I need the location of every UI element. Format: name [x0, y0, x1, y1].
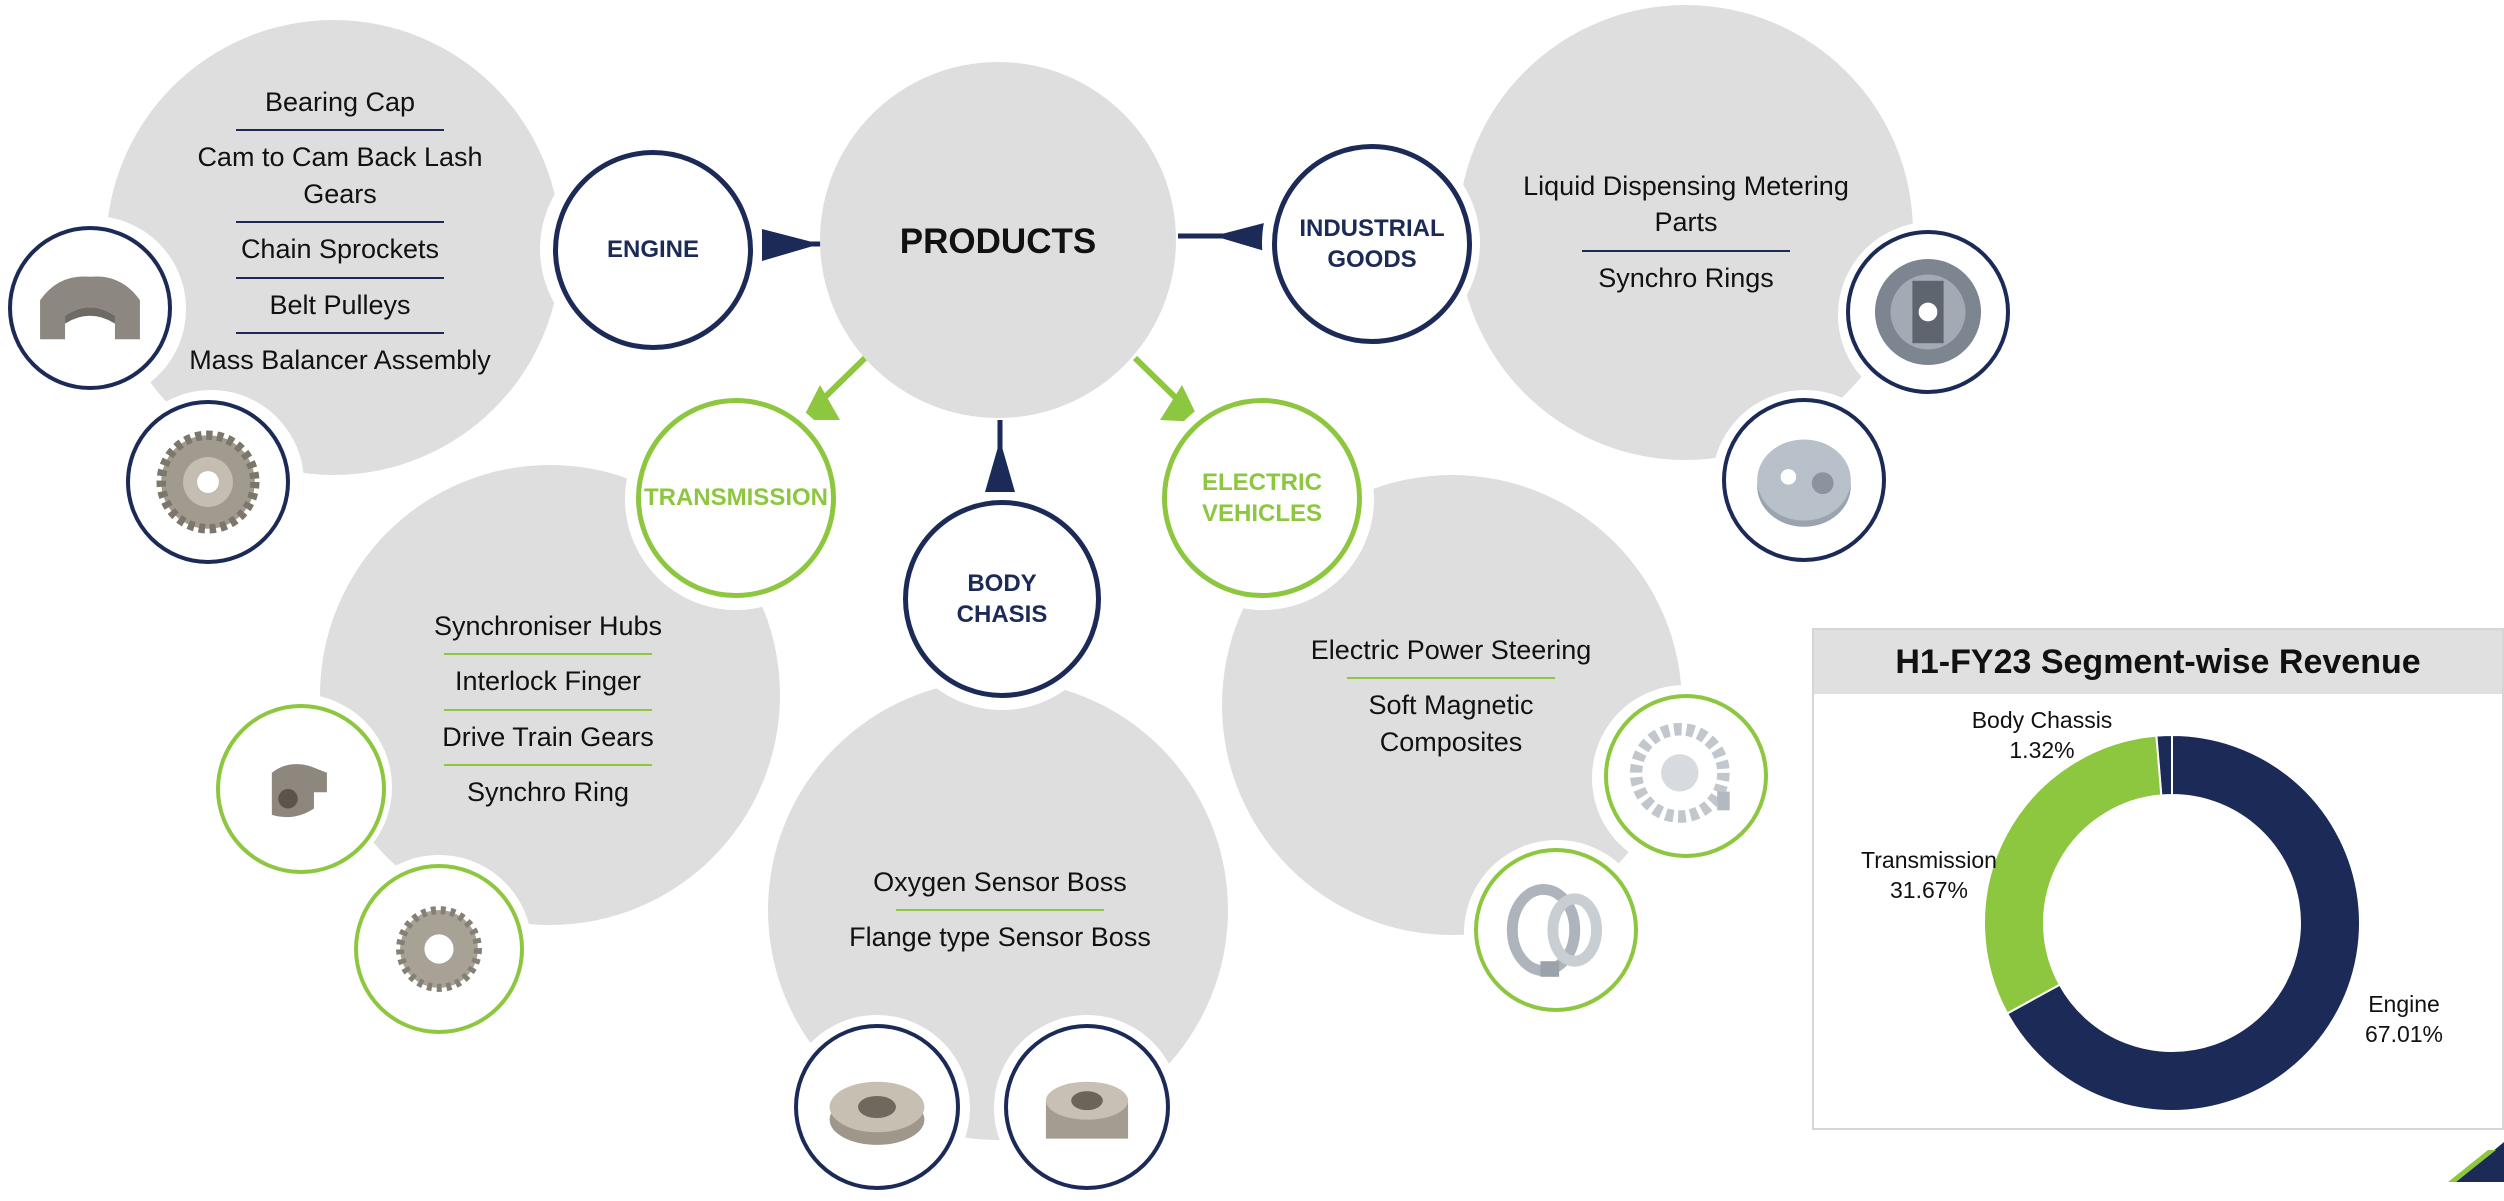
products-title: PRODUCTS: [899, 222, 1097, 261]
transmission-node: TRANSMISSION: [636, 398, 836, 598]
metering-part-image: [1846, 230, 2010, 394]
corner-decoration: [2448, 1142, 2504, 1182]
list-item: Drive Train Gears: [442, 721, 654, 752]
transmission-items: Synchroniser Hubs Interlock Finger Drive…: [400, 600, 696, 820]
industrial-bubble: [1458, 5, 1913, 460]
donut-slice-engine: [2005, 733, 2361, 1112]
list-item: Interlock Finger: [454, 666, 642, 697]
list-item: Bearing Cap: [264, 87, 416, 117]
industrial-node: INDUSTRIAL GOODS: [1272, 144, 1472, 344]
list-item: Oxygen Sensor Boss: [873, 867, 1127, 897]
ev-node: ELECTRIC VEHICLES: [1162, 398, 1362, 598]
list-item: Liquid Dispensing Metering Parts: [1523, 171, 1849, 238]
donut-slice-transmission: [1983, 734, 2163, 1015]
gear-image: [126, 400, 290, 564]
bearing-cap-image: [8, 226, 172, 390]
products-bubble: [820, 62, 1176, 418]
engine-node: ENGINE: [553, 150, 753, 350]
list-item: Synchroniser Hubs: [433, 611, 663, 641]
industrial-items: Liquid Dispensing Metering Parts Synchro…: [1500, 160, 1872, 305]
engine-items: Bearing Cap Cam to Cam Back Lash Gears C…: [160, 76, 520, 388]
sensor-boss-image-1: [794, 1024, 960, 1190]
ev-label: ELECTRIC VEHICLES: [1201, 468, 1323, 527]
engine-label: ENGINE: [606, 236, 699, 264]
list-item: Belt Pulleys: [269, 289, 411, 320]
ev-items: Electric Power Steering Soft Magnetic Co…: [1285, 624, 1617, 769]
list-item: Mass Balancer Assembly: [189, 345, 491, 376]
list-item: Soft Magnetic Composites: [1368, 690, 1534, 757]
list-item: Flange type Sensor Boss: [849, 922, 1151, 953]
magnetic-composite-image: [1474, 848, 1638, 1012]
donut-chart: [1983, 733, 2361, 1112]
list-item: Synchro Ring: [466, 777, 630, 808]
donut-slice-body-chassis: [2155, 733, 2173, 797]
list-item: Electric Power Steering: [1310, 635, 1592, 665]
hub-image: [216, 704, 386, 874]
chart-title: H1-FY23 Segment-wise Revenue: [1814, 630, 2502, 694]
synchro-ring-image: [1722, 398, 1886, 562]
list-item: Cam to Cam Back Lash Gears: [197, 142, 483, 209]
steering-part-image: [1604, 694, 1768, 858]
list-item: Chain Sprockets: [240, 234, 440, 265]
body-items: Oxygen Sensor Boss Flange type Sensor Bo…: [820, 856, 1180, 965]
list-item: Synchro Rings: [1598, 262, 1774, 293]
industrial-label: INDUSTRIAL GOODS: [1299, 214, 1445, 273]
body-node: BODY CHASIS: [903, 500, 1101, 698]
sensor-boss-image-2: [1004, 1024, 1170, 1190]
revenue-chart: H1-FY23 Segment-wise Revenue Body Chassi…: [1812, 628, 2504, 1130]
body-label: BODY CHASIS: [956, 569, 1048, 628]
transmission-label: TRANSMISSION: [643, 484, 828, 512]
drive-gear-image: [354, 864, 524, 1034]
